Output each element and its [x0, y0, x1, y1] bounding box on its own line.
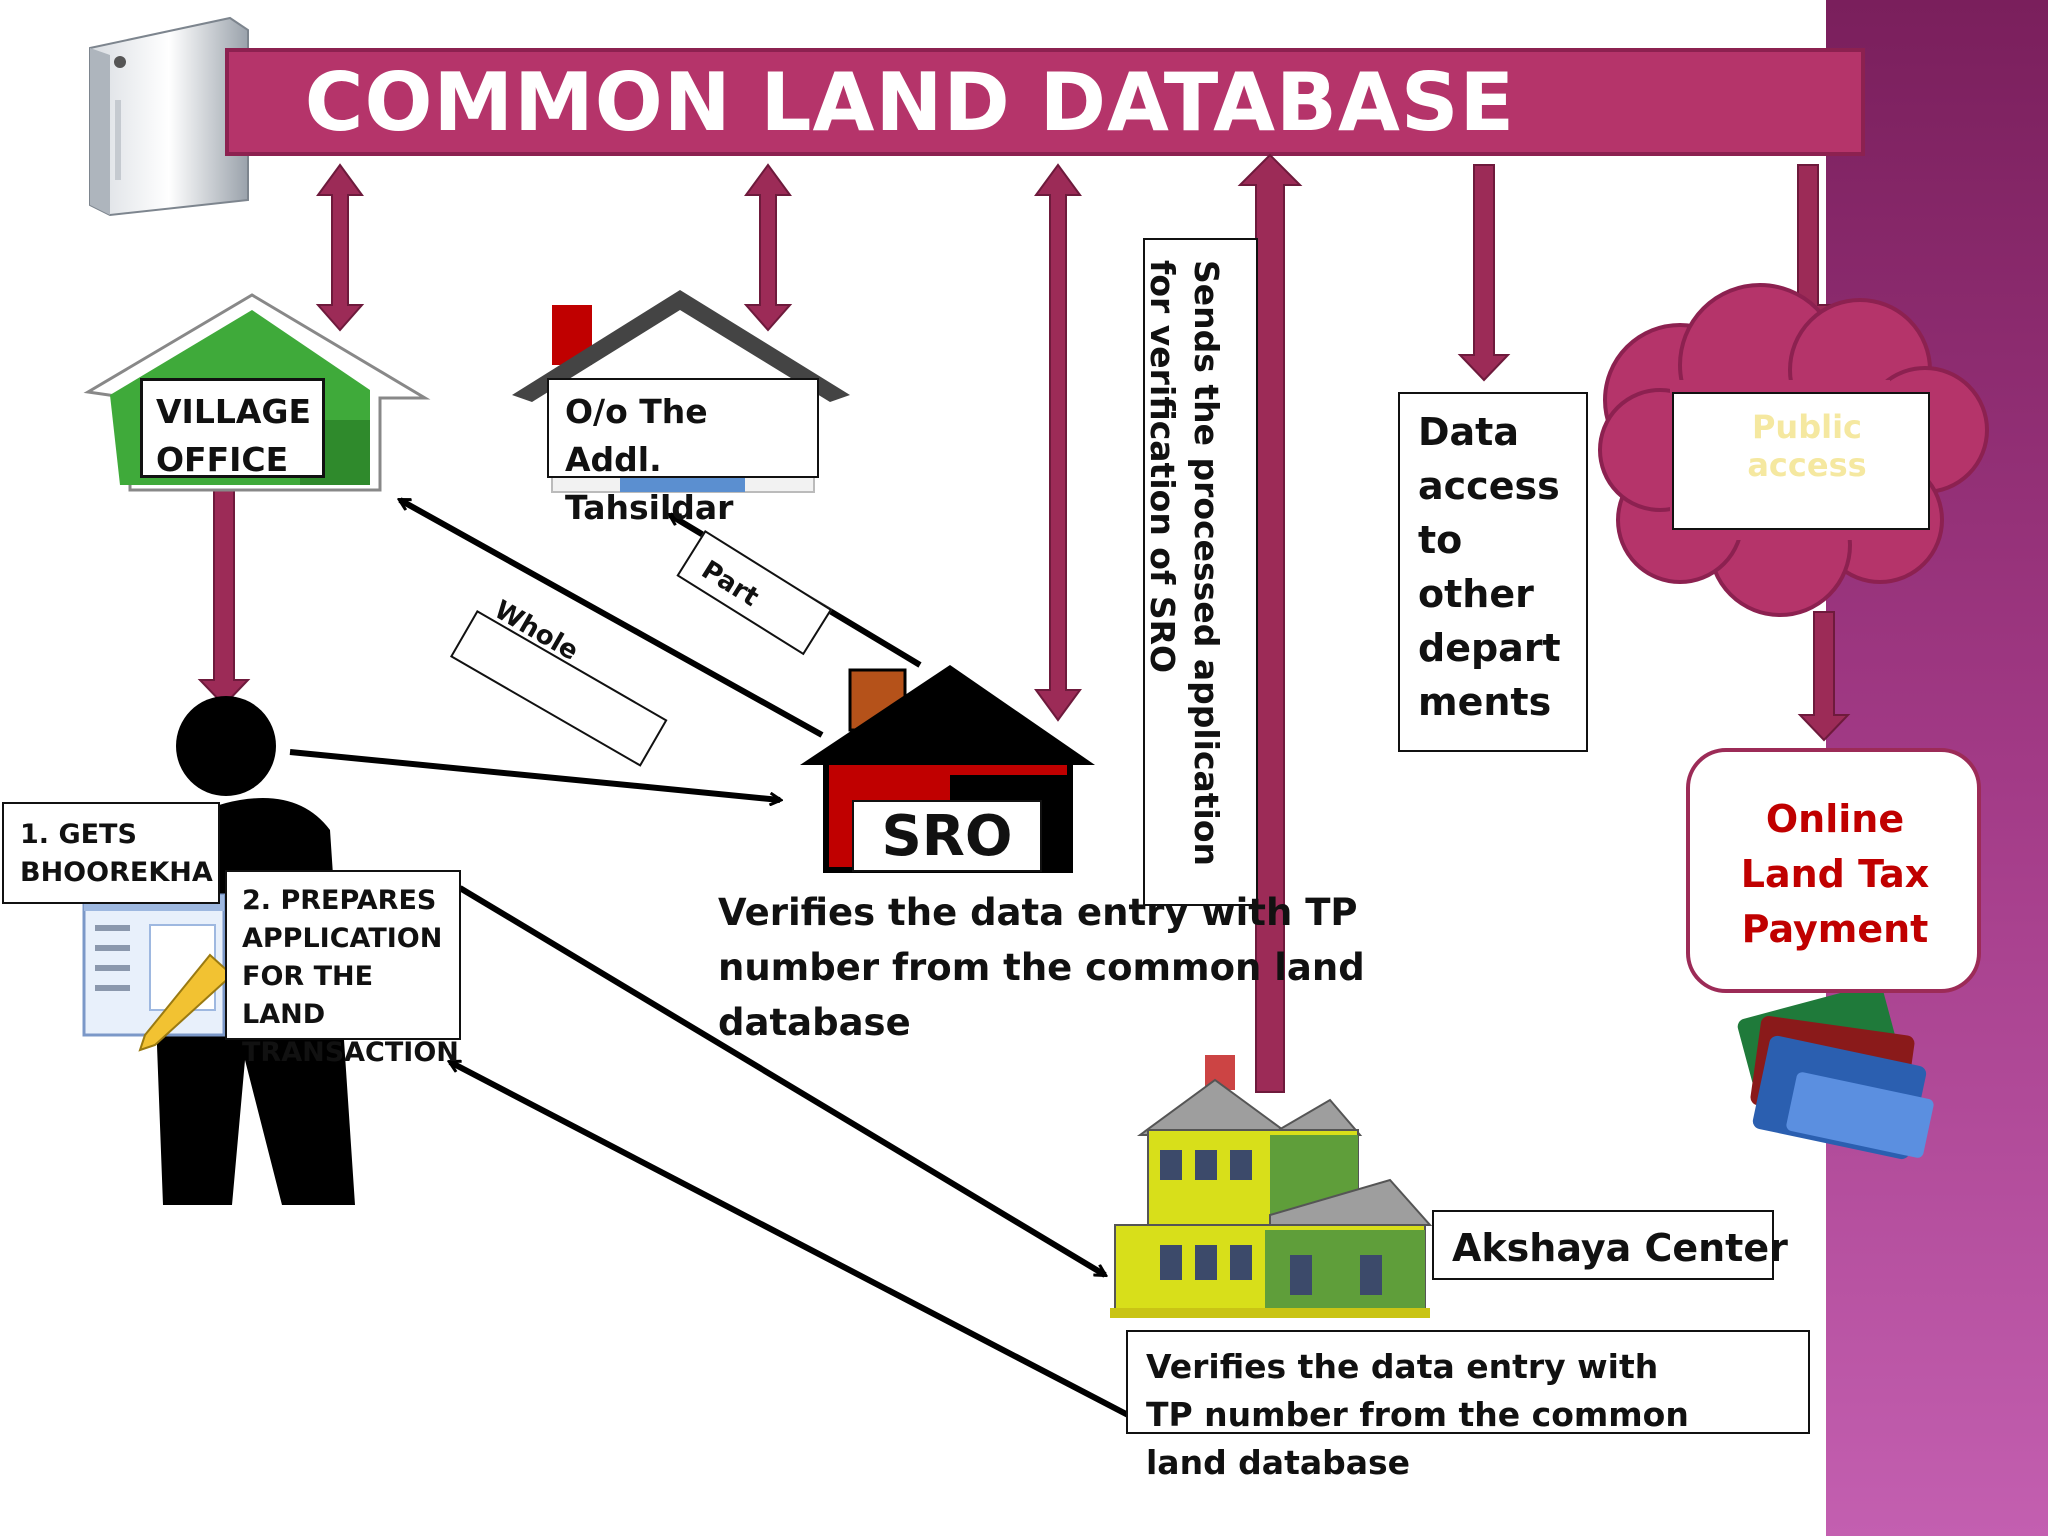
arrow-village-to-person: [197, 474, 251, 707]
arrow-data-access: [1457, 164, 1511, 382]
data-access-text: Data access to other depart ments: [1418, 410, 1561, 724]
akshaya-verifies-box: [1126, 1330, 1810, 1434]
akshaya-text: Akshaya Center: [1452, 1226, 1788, 1270]
step1-text: 1. GETS BHOOREKHA: [20, 819, 213, 888]
arrow-online-tax: [1797, 611, 1851, 742]
page-title: COMMON LAND DATABASE: [304, 55, 1516, 149]
sends-label: [1143, 238, 1258, 906]
arrow-sro-to-village: [400, 497, 824, 738]
online-tax-text: Online Land Tax Payment: [1740, 797, 1930, 951]
step1-box: [2, 802, 220, 904]
sends-text: Sends the processed application for veri…: [1143, 260, 1226, 867]
akshaya-verifies-text: Verifies the data entry with TP number f…: [1146, 1347, 1689, 1482]
step2-text: 2. PREPARES APPLICATION FOR THE LAND TRA…: [242, 885, 459, 1068]
public-access-text: Public access: [1747, 408, 1867, 484]
double-arrow-sro: [1034, 163, 1082, 722]
data-access-label: [1398, 392, 1588, 752]
common-land-database-banner: COMMON LAND DATABASE: [225, 48, 1865, 156]
village-office-label: [140, 378, 325, 478]
double-arrow-tahsildar: [743, 163, 793, 332]
arrow-akshaya-to-database: [1237, 153, 1303, 1093]
form-pencil-icon: [82, 893, 234, 1052]
credit-cards-icon: [1737, 983, 1934, 1160]
public-access-box: [1672, 392, 1930, 530]
arrow-person-to-akshaya: [458, 885, 1105, 1278]
arrow-person-to-sro: [289, 749, 780, 800]
tahsildar-text: O/o The Addl. Tahsildar: [565, 392, 734, 527]
online-tax-box: [1686, 748, 1981, 993]
village-office-text: VILLAGE OFFICE: [156, 392, 312, 479]
arrow-akshaya-to-person: [450, 1059, 1130, 1418]
tahsildar-label: [547, 378, 819, 478]
akshaya-label: [1432, 1210, 1774, 1280]
sro-verifies-text: Verifies the data entry with TP number f…: [718, 891, 1365, 1044]
sro-text: SRO: [852, 800, 1042, 872]
step2-box: [225, 870, 461, 1040]
double-arrow-village: [315, 163, 365, 332]
akshaya-house-icon: [1110, 1055, 1433, 1318]
